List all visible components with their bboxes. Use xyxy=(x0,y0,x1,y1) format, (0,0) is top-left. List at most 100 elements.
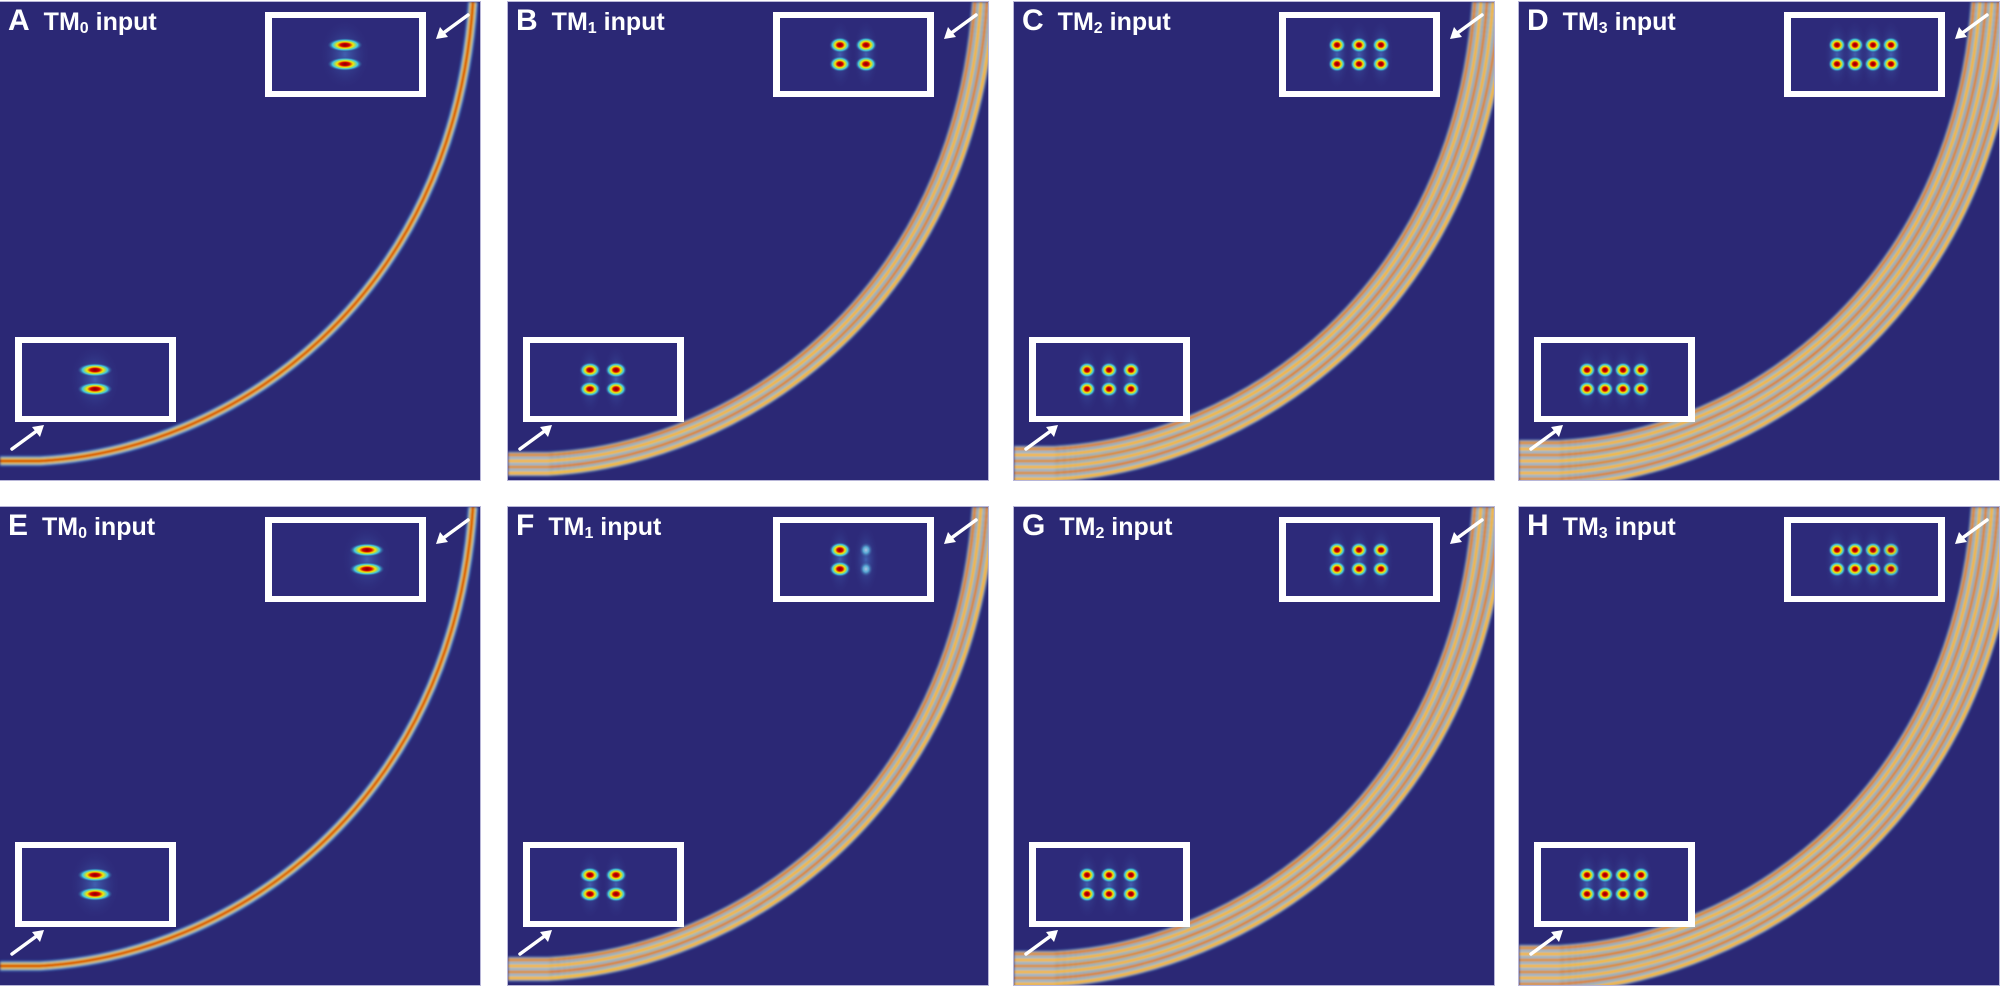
panel-label: E TM0 input xyxy=(8,511,155,542)
mode-profile-field xyxy=(1036,343,1183,416)
mode-prefix: TM xyxy=(548,513,585,541)
output-mode-inset xyxy=(1279,517,1440,602)
mode-prefix: TM xyxy=(1059,513,1096,541)
panel-letter: A xyxy=(8,4,30,37)
mode-index: 3 xyxy=(1598,20,1608,37)
mode-profile-field xyxy=(1541,343,1688,416)
mode-suffix: input xyxy=(593,513,662,541)
input-arrow-icon xyxy=(1022,422,1062,452)
mode-profile-field xyxy=(1286,18,1433,91)
panel-letter: C xyxy=(1022,4,1044,37)
mode-title: TM2 input xyxy=(1059,513,1173,542)
mode-title: TM3 input xyxy=(1562,513,1676,542)
waveguide-bend-field xyxy=(508,2,988,476)
input-mode-inset xyxy=(15,337,176,422)
mode-suffix: input xyxy=(87,513,156,541)
output-mode-inset xyxy=(773,517,934,602)
mode-prefix: TM xyxy=(42,513,79,541)
mode-prefix: TM xyxy=(1057,8,1094,36)
waveguide-bend-field xyxy=(508,507,988,981)
mode-profile-field xyxy=(1286,523,1433,596)
mode-prefix: TM xyxy=(43,8,80,36)
panel-c: C TM2 input xyxy=(1014,2,1494,480)
input-arrow-icon xyxy=(516,927,556,957)
output-arrow-icon xyxy=(432,12,472,42)
mode-prefix: TM xyxy=(1562,8,1599,36)
panel-letter: B xyxy=(516,4,538,37)
mode-profile-field xyxy=(22,848,169,921)
mode-profile-field xyxy=(272,523,419,596)
mode-title: TM2 input xyxy=(1057,8,1171,37)
input-arrow-icon xyxy=(8,927,48,957)
mode-index: 1 xyxy=(584,525,594,542)
panel-b: B TM1 input xyxy=(508,2,988,480)
mode-index: 0 xyxy=(78,525,88,542)
mode-title: TM0 input xyxy=(43,8,157,37)
waveguide-bend-field xyxy=(0,507,478,971)
input-mode-inset xyxy=(523,337,684,422)
panel-a: A TM0 input xyxy=(0,2,480,480)
panel-letter: E xyxy=(8,509,29,542)
mode-index: 2 xyxy=(1093,20,1103,37)
mode-title: TM1 input xyxy=(548,513,662,542)
mode-profile-field xyxy=(780,523,927,596)
output-mode-inset xyxy=(1784,12,1945,97)
output-arrow-icon xyxy=(432,517,472,547)
mode-title: TM0 input xyxy=(42,513,156,542)
input-arrow-icon xyxy=(1022,927,1062,957)
output-arrow-icon xyxy=(1446,12,1486,42)
input-arrow-icon xyxy=(1527,422,1567,452)
panel-label: D TM3 input xyxy=(1527,6,1676,37)
mode-suffix: input xyxy=(1104,513,1173,541)
output-arrow-icon xyxy=(1951,12,1991,42)
mode-profile-field xyxy=(1791,18,1938,91)
input-arrow-icon xyxy=(8,422,48,452)
mode-profile-field xyxy=(272,18,419,91)
mode-suffix: input xyxy=(1607,8,1676,36)
mode-title: TM3 input xyxy=(1562,8,1676,37)
panel-g: G TM2 input xyxy=(1014,507,1494,985)
mode-profile-field xyxy=(1791,523,1938,596)
mode-suffix: input xyxy=(1102,8,1171,36)
mode-suffix: input xyxy=(596,8,665,36)
output-arrow-icon xyxy=(1951,517,1991,547)
output-mode-inset xyxy=(773,12,934,97)
output-arrow-icon xyxy=(940,517,980,547)
output-mode-inset xyxy=(1279,12,1440,97)
waveguide-bend-field xyxy=(0,2,478,466)
input-mode-inset xyxy=(1534,337,1695,422)
output-arrow-icon xyxy=(1446,517,1486,547)
mode-suffix: input xyxy=(1607,513,1676,541)
input-arrow-icon xyxy=(1527,927,1567,957)
mode-profile-field xyxy=(22,343,169,416)
input-arrow-icon xyxy=(516,422,556,452)
input-mode-inset xyxy=(1534,842,1695,927)
input-mode-inset xyxy=(15,842,176,927)
mode-profile-field xyxy=(780,18,927,91)
mode-prefix: TM xyxy=(551,8,588,36)
panel-letter: G xyxy=(1022,509,1046,542)
mode-suffix: input xyxy=(88,8,157,36)
panel-label: B TM1 input xyxy=(516,6,665,37)
panel-letter: H xyxy=(1527,509,1549,542)
output-mode-inset xyxy=(1784,517,1945,602)
input-mode-inset xyxy=(523,842,684,927)
mode-profile-field xyxy=(1036,848,1183,921)
mode-prefix: TM xyxy=(1562,513,1599,541)
waveguide-bend-field xyxy=(1519,507,1999,985)
mode-title: TM1 input xyxy=(551,8,665,37)
waveguide-bend-field xyxy=(1014,507,1494,985)
panel-label: A TM0 input xyxy=(8,6,157,37)
mode-index: 2 xyxy=(1095,525,1105,542)
mode-index: 0 xyxy=(79,20,89,37)
panel-letter: D xyxy=(1527,4,1549,37)
panel-h: H TM3 input xyxy=(1519,507,1999,985)
waveguide-bend-field xyxy=(1519,2,1999,480)
mode-index: 3 xyxy=(1598,525,1608,542)
mode-profile-field xyxy=(530,848,677,921)
mode-index: 1 xyxy=(587,20,597,37)
panel-label: H TM3 input xyxy=(1527,511,1676,542)
mode-profile-field xyxy=(530,343,677,416)
